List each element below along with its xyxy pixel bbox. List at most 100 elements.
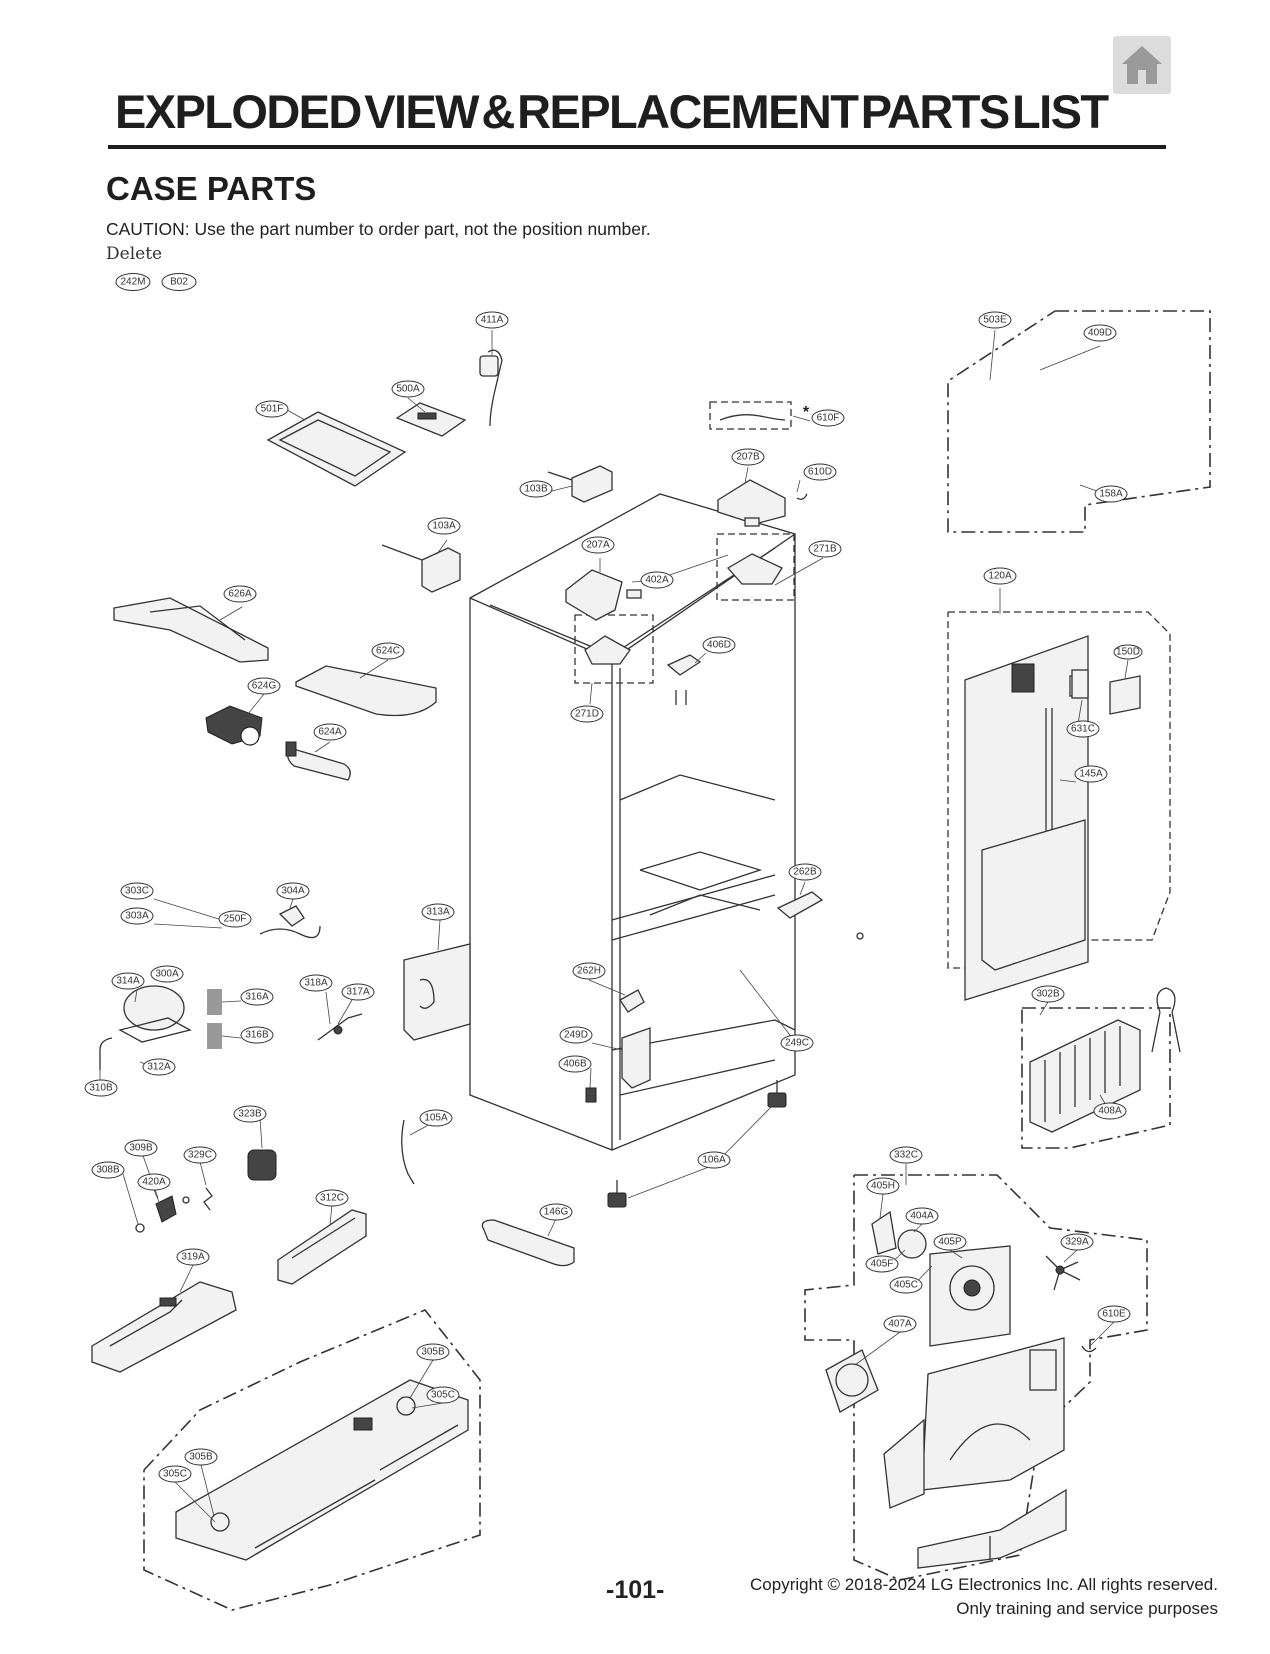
svg-text:406B: 406B xyxy=(563,1059,587,1070)
svg-text:314A: 314A xyxy=(116,976,140,987)
label-262H: 262H xyxy=(572,962,606,980)
svg-text:271B: 271B xyxy=(813,544,837,555)
label-103B: 103B xyxy=(519,480,553,498)
svg-text:262B: 262B xyxy=(793,867,817,878)
label-316B: 316B xyxy=(240,1026,274,1044)
part-610F-harness xyxy=(719,414,786,421)
label-406B: 406B xyxy=(558,1055,592,1073)
home-button[interactable] xyxy=(1113,36,1171,94)
label-120A: 120A xyxy=(983,567,1017,585)
part-103A-bracket xyxy=(381,544,461,593)
label-207B: 207B xyxy=(731,448,765,466)
svg-text:409D: 409D xyxy=(1088,328,1112,339)
part-262B-hinge xyxy=(776,891,864,940)
title-rule xyxy=(108,145,1166,149)
svg-text:405F: 405F xyxy=(871,1259,894,1270)
svg-text:624C: 624C xyxy=(376,646,400,657)
svg-text:329A: 329A xyxy=(1065,1237,1089,1248)
part-300A-compressor xyxy=(99,985,192,1070)
label-145A: 145A xyxy=(1074,765,1108,783)
part-626A-tray xyxy=(113,597,269,663)
svg-text:305B: 305B xyxy=(421,1347,445,1358)
svg-text:271D: 271D xyxy=(575,709,599,720)
label-310B: 310B xyxy=(84,1079,118,1097)
label-312C: 312C xyxy=(315,1189,349,1207)
svg-text:146G: 146G xyxy=(544,1207,569,1218)
svg-text:207A: 207A xyxy=(586,540,610,551)
page-number: -101- xyxy=(606,1576,665,1604)
label-318A: 318A xyxy=(299,974,333,992)
label-610E: 610E xyxy=(1097,1305,1131,1323)
svg-text:312A: 312A xyxy=(147,1062,171,1073)
label-158A: 158A xyxy=(1094,485,1128,503)
label-317A: 317A xyxy=(341,983,375,1001)
svg-text:407A: 407A xyxy=(888,1319,912,1330)
home-icon xyxy=(1122,46,1162,84)
part-405P-shroud xyxy=(929,1245,1011,1347)
label-500A: 500A xyxy=(391,380,425,398)
leader-lines xyxy=(99,329,1129,1523)
svg-text:B02: B02 xyxy=(170,277,188,288)
label-309B: 309B xyxy=(124,1139,158,1157)
label-271B: 271B xyxy=(808,540,842,558)
svg-text:404A: 404A xyxy=(910,1211,934,1222)
svg-text:500A: 500A xyxy=(396,384,420,395)
label-303C: 303C xyxy=(120,882,154,900)
svg-text:323B: 323B xyxy=(238,1109,262,1120)
svg-text:158A: 158A xyxy=(1099,489,1123,500)
svg-text:624G: 624G xyxy=(252,681,277,692)
label-501F: 501F xyxy=(255,400,289,418)
label-305B-lower: 305B xyxy=(184,1448,218,1466)
part-624G-motor xyxy=(205,705,263,746)
group-boundary-120A xyxy=(947,611,1171,969)
svg-text:610E: 610E xyxy=(1102,1309,1126,1320)
label-105A: 105A xyxy=(419,1109,453,1127)
label-329C: 329C xyxy=(183,1146,217,1164)
part-106A-leveler-leg-front xyxy=(607,1180,627,1208)
label-302B: 302B xyxy=(1031,985,1065,1003)
label-624G: 624G xyxy=(247,677,281,695)
part-302B-evaporator xyxy=(1029,987,1181,1133)
label-150D: 150D xyxy=(1113,644,1143,660)
part-103B-bracket xyxy=(547,465,613,503)
label-313A: 313A xyxy=(421,903,455,921)
page-title: EXPLODED VIEW & REPLACEMENT PARTS LIST xyxy=(115,85,1109,138)
svg-text:310B: 310B xyxy=(89,1083,113,1094)
svg-text:406D: 406D xyxy=(707,640,731,651)
svg-text:405H: 405H xyxy=(871,1181,895,1192)
svg-text:318A: 318A xyxy=(304,978,328,989)
label-250F: 250F xyxy=(218,910,252,928)
label-405H: 405H xyxy=(866,1177,900,1195)
part-624C-cover xyxy=(295,665,437,717)
part-106A-leveler-leg-rear xyxy=(767,1080,787,1108)
part-262H-hinge xyxy=(619,989,645,1013)
svg-text:305C: 305C xyxy=(163,1469,187,1480)
part-150D-pad xyxy=(1109,675,1141,715)
svg-text:402A: 402A xyxy=(645,575,669,586)
svg-text:405P: 405P xyxy=(938,1237,962,1248)
svg-text:624A: 624A xyxy=(318,727,342,738)
label-408A: 408A xyxy=(1093,1102,1127,1120)
svg-text:329C: 329C xyxy=(188,1150,212,1161)
svg-text:312C: 312C xyxy=(320,1193,344,1204)
label-404A: 404A xyxy=(905,1207,939,1225)
label-405P: 405P xyxy=(933,1233,967,1251)
part-407A-fan-assembly xyxy=(825,1349,879,1413)
label-300A: 300A xyxy=(150,965,184,983)
part-631C-pad xyxy=(1071,669,1089,699)
part-500A-pcb xyxy=(395,402,467,437)
part-271D-hinge xyxy=(584,635,631,665)
delete-tag-242M: 242M xyxy=(115,273,151,291)
svg-text:317A: 317A xyxy=(346,987,370,998)
svg-text:150D: 150D xyxy=(1116,647,1140,658)
part-420A-motor xyxy=(135,1187,213,1233)
svg-text:145A: 145A xyxy=(1079,769,1103,780)
svg-text:250F: 250F xyxy=(224,914,247,925)
svg-text:631C: 631C xyxy=(1071,724,1095,735)
group-boundary-305 xyxy=(143,1309,481,1611)
part-405H-motor-bracket xyxy=(871,1210,897,1255)
label-329A: 329A xyxy=(1060,1233,1094,1251)
label-626A: 626A xyxy=(223,585,257,603)
svg-text:316B: 316B xyxy=(245,1030,269,1041)
svg-text:501F: 501F xyxy=(261,404,284,415)
